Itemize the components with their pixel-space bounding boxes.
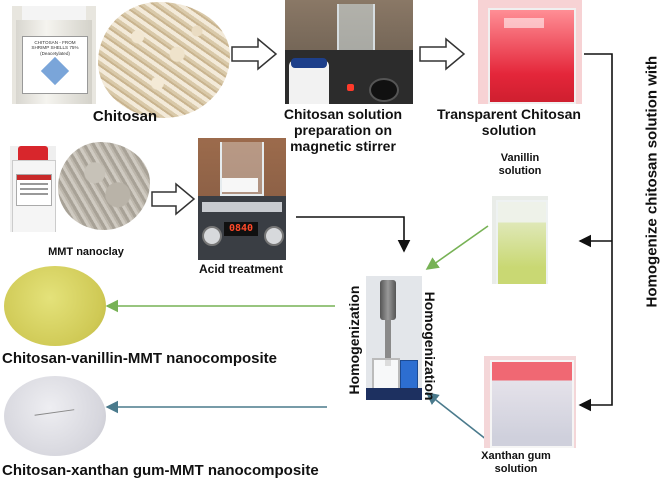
transparent-chitosan-beaker-photo — [478, 0, 582, 104]
block-arrow-1 — [231, 37, 278, 71]
label-acid-treatment: Acid treatment — [198, 262, 284, 276]
label-chitosan: Chitosan — [92, 108, 158, 125]
label-chitosan-vanillin-mmt: Chitosan-vanillin-MMT nanocomposite — [2, 350, 278, 367]
mmt-powder-photo — [58, 142, 150, 230]
homogenizer-photo — [366, 276, 422, 400]
label-xanthan-gum-solution: Xanthan gum solution — [481, 450, 551, 475]
label-homogenize-chitosan-with: Homogenize chitosan solution with — [643, 55, 660, 308]
magnetic-stirrer-photo — [285, 0, 413, 104]
bracket-homogenize — [578, 53, 613, 412]
label-transparent-chitosan: Transparent Chitosan solution — [437, 106, 581, 139]
block-arrow-2 — [419, 37, 466, 71]
arrow-acid-to-homogenizer — [296, 216, 411, 253]
mmt-bottle-photo — [10, 146, 56, 232]
acid-treatment-stirrer-photo: 0840 — [198, 138, 286, 260]
stirrer-display: 0840 — [224, 222, 258, 236]
vanillin-beaker-photo — [492, 196, 548, 284]
label-homogenization-right: Homogenization — [422, 291, 439, 401]
label-chitosan-solution-prep: Chitosan solution preparation on magneti… — [283, 106, 403, 155]
chitosan-vanillin-mmt-film — [4, 266, 106, 346]
xanthan-beaker-photo — [484, 356, 576, 448]
arrow-xanthan-to-homogenizer — [425, 392, 488, 441]
arrow-vanillin-to-homogenizer — [425, 225, 489, 270]
label-homogenization-left: Homogenization — [345, 285, 362, 395]
label-vanillin-solution: Vanillin solution — [498, 152, 542, 177]
block-arrow-3 — [151, 182, 196, 216]
chitosan-jar-label-text: CHITOSAN - FROM SHRIMP SHELLS 75% (Deace… — [31, 40, 79, 56]
chitosan-flakes-photo — [98, 2, 230, 118]
chitosan-xanthan-mmt-film — [4, 376, 106, 456]
label-mmt-nanoclay: MMT nanoclay — [48, 246, 124, 258]
label-chitosan-xanthan-mmt: Chitosan-xanthan gum-MMT nanocomposite — [2, 462, 319, 479]
chitosan-bottle-photo: CHITOSAN - FROM SHRIMP SHELLS 75% (Deace… — [12, 6, 96, 104]
